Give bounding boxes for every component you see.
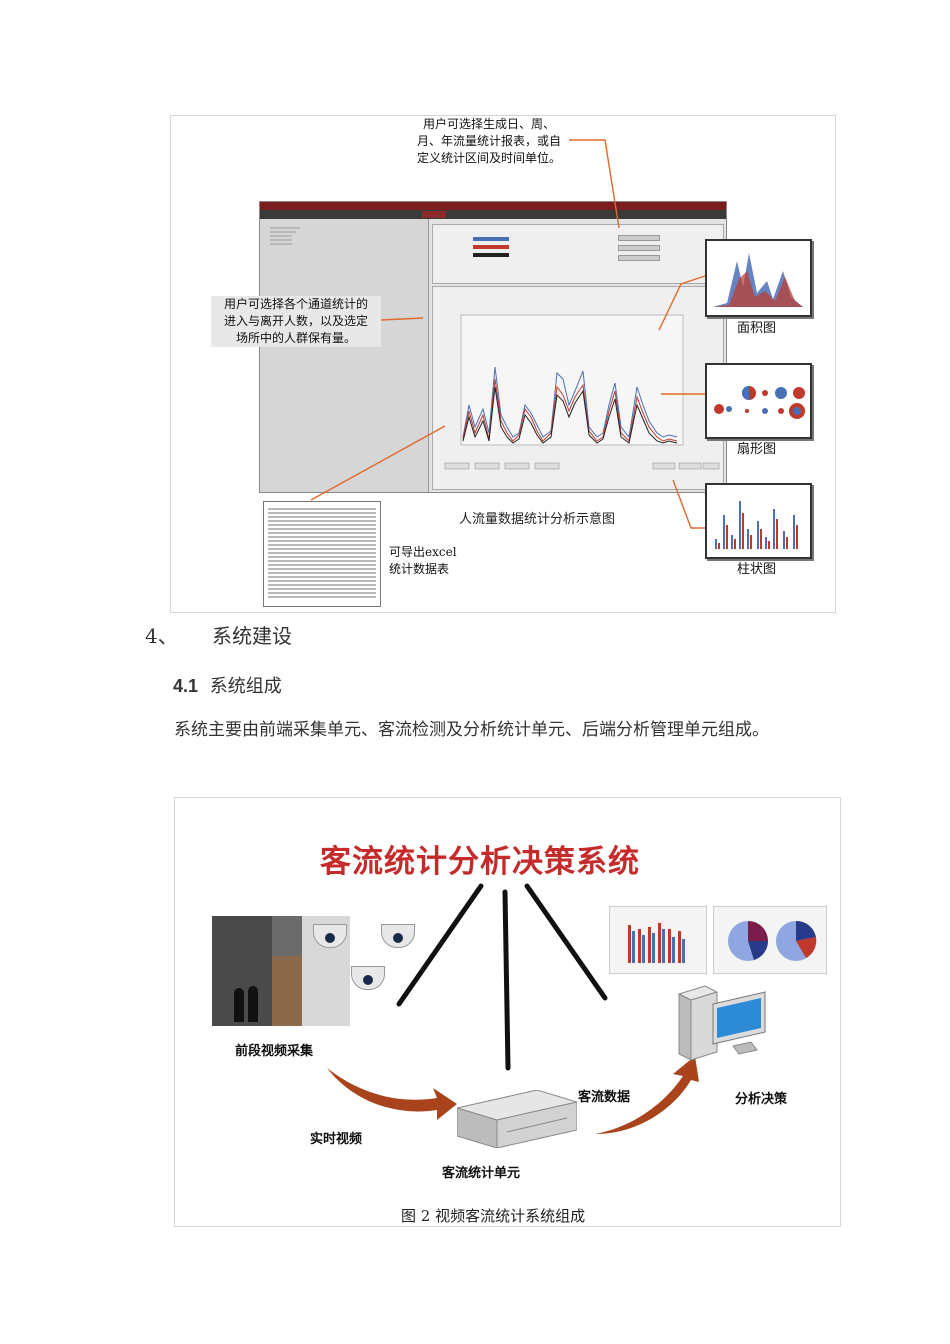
label-flow-data: 客流数据 [578, 1090, 631, 1105]
body-paragraph: 系统主要由前端采集单元、客流检测及分析统计单元、后端分析管理单元组成。 [174, 720, 769, 740]
app-screenshot [259, 201, 727, 493]
bar-chart-label: 柱状图 [737, 562, 777, 577]
realtime-arrow [327, 1068, 457, 1120]
area-chart-thumbnail [705, 239, 812, 317]
figure-1: 用户可选择生成日、周、 月、年流量统计报表，或自 定义统计区间及时间单位。 [170, 115, 836, 613]
pie-chart-label: 扇形图 [737, 442, 777, 457]
counting-server-icon [455, 1089, 579, 1149]
section-4-1-title: 系统组成 [209, 676, 282, 697]
bar-chart-thumbnail [705, 483, 812, 559]
section-4-1-number: 4.1 [173, 676, 199, 696]
section-4-number: 4、 [145, 624, 178, 648]
annotation-excel-export: 可导出excel 统计数据表 [389, 545, 457, 576]
section-4-1-heading: 4.1 系统组成 [173, 672, 282, 698]
settings-panel [432, 224, 724, 284]
figure-1-caption: 人流量数据统计分析示意图 [459, 512, 616, 527]
excel-table-image [263, 501, 381, 607]
system-connectors [327, 883, 699, 1134]
annotation-channel-stats: 用户可选择各个通道统计的 进入与离开人数，以及选定 场所中的人群保有量。 [211, 296, 381, 347]
label-counting-unit: 客流统计单元 [442, 1166, 521, 1181]
line-chart-panel [432, 286, 724, 490]
bar-report-thumbnail [609, 906, 707, 974]
label-front-capture: 前段视频采集 [235, 1044, 314, 1059]
pie-chart-thumbnail [705, 363, 812, 439]
app-titlebar [260, 202, 726, 210]
pie-report-thumbnail [713, 906, 827, 974]
person-silhouette [248, 986, 258, 1022]
workstation-computer-icon [677, 980, 769, 1062]
annotation-connectors [310, 139, 706, 529]
annotation-report-options: 用户可选择生成日、周、 月、年流量统计报表，或自 定义统计区间及时间单位。 [416, 117, 561, 165]
dome-camera-icon [351, 966, 385, 990]
person-silhouette [234, 988, 244, 1022]
area-chart-label: 面积图 [737, 321, 777, 336]
figure-2: 客流统计分析决策系统 前段视频采集 实时视频 [174, 797, 841, 1227]
figure-2-title: 客流统计分析决策系统 [320, 844, 640, 880]
label-analysis-decision: 分析决策 [735, 1092, 788, 1107]
app-menubar [260, 210, 726, 219]
data-arrow [595, 1056, 699, 1134]
section-4-title: 系统建设 [212, 624, 292, 648]
flow-line-chart [444, 314, 720, 470]
label-realtime-video: 实时视频 [310, 1132, 363, 1147]
channel-tree-panel [260, 219, 429, 492]
dome-camera-icon [381, 924, 415, 948]
figure-2-caption: 图 2 视频客流统计系统组成 [401, 1207, 586, 1225]
